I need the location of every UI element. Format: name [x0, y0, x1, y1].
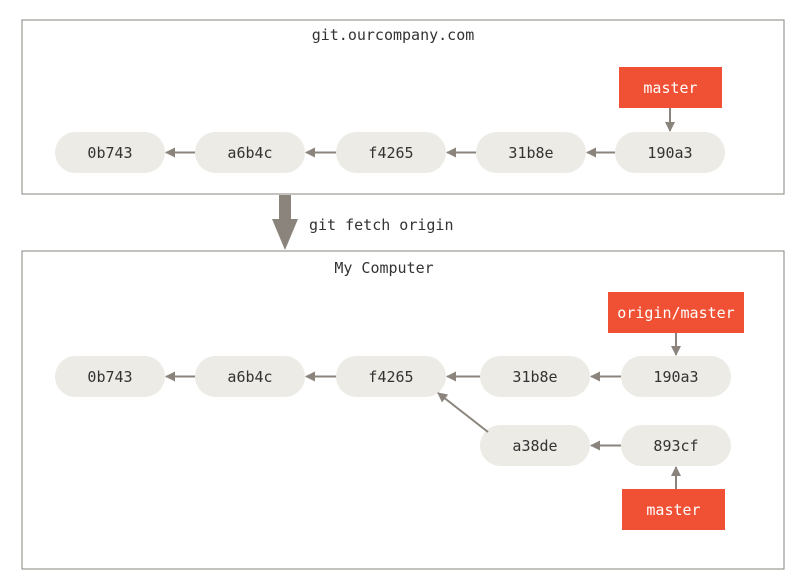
- local-commit-2-sha: f4265: [368, 368, 413, 386]
- local-commit-4-sha: 190a3: [653, 368, 698, 386]
- local-master-branch-label: master: [622, 489, 725, 530]
- local-commit-893cf: 893cf: [621, 425, 731, 466]
- origin-master-branch-label: origin/master: [608, 292, 744, 333]
- remote-commit-1: a6b4c: [195, 132, 305, 173]
- local-master-label-text: master: [646, 501, 700, 519]
- remote-commit-0: 0b743: [55, 132, 165, 173]
- local-commit-a38de: a38de: [480, 425, 590, 466]
- local-commit-2: f4265: [336, 356, 446, 397]
- origin-master-label-text: origin/master: [617, 304, 734, 322]
- local-commit-893cf-sha: 893cf: [653, 437, 698, 455]
- remote-commit-2: f4265: [336, 132, 446, 173]
- local-commit-0-sha: 0b743: [87, 368, 132, 386]
- local-commit-1-sha: a6b4c: [227, 368, 272, 386]
- remote-master-branch-label: master: [619, 67, 722, 108]
- remote-commit-3: 31b8e: [476, 132, 586, 173]
- local-commit-3-sha: 31b8e: [512, 368, 557, 386]
- fetch-command-text: git fetch origin: [309, 216, 454, 234]
- local-commit-4: 190a3: [621, 356, 731, 397]
- remote-commit-3-sha: 31b8e: [508, 144, 553, 162]
- remote-repo-title: git.ourcompany.com: [312, 26, 475, 44]
- remote-commit-0-sha: 0b743: [87, 144, 132, 162]
- local-repo-title: My Computer: [334, 259, 433, 277]
- fetch-arrow: [272, 195, 298, 250]
- local-commit-a38de-sha: a38de: [512, 437, 557, 455]
- remote-master-label-text: master: [643, 79, 697, 97]
- remote-commit-4-sha: 190a3: [647, 144, 692, 162]
- remote-commit-4: 190a3: [615, 132, 725, 173]
- local-repo-box: [21, 250, 785, 570]
- local-commit-0: 0b743: [55, 356, 165, 397]
- remote-repo-box: [21, 19, 785, 195]
- remote-commit-2-sha: f4265: [368, 144, 413, 162]
- remote-commit-1-sha: a6b4c: [227, 144, 272, 162]
- local-commit-3: 31b8e: [480, 356, 590, 397]
- local-parent-arrow-a38de: [437, 392, 489, 433]
- local-commit-1: a6b4c: [195, 356, 305, 397]
